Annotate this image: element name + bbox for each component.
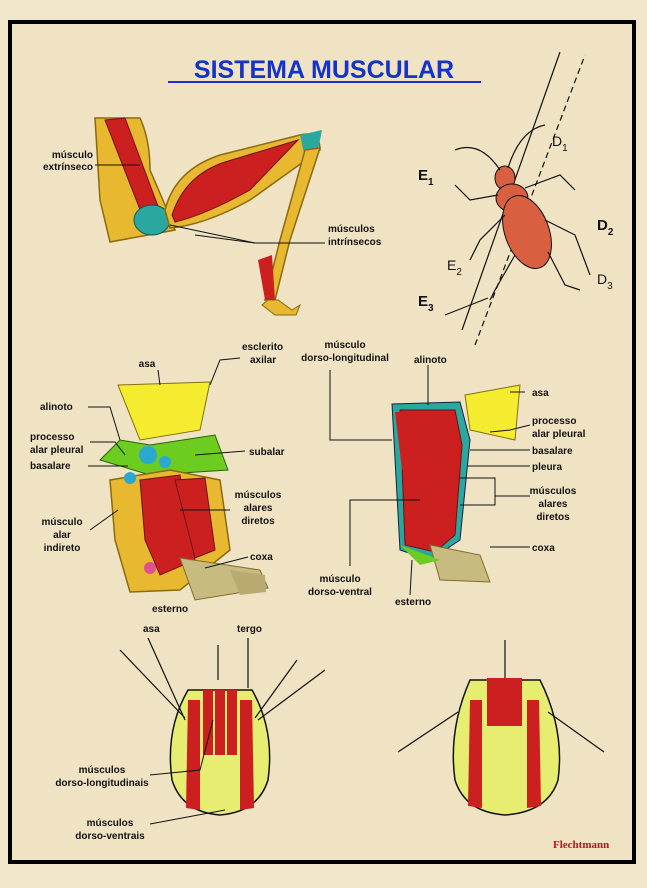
page-title: SISTEMA MUSCULAR — [194, 56, 454, 84]
lt-subalar: subalar — [249, 447, 285, 458]
thorax-right-diagram — [329, 365, 531, 596]
beetle-diagram — [444, 51, 591, 346]
rt-alinoto: alinoto — [414, 355, 447, 366]
rt-coxa: coxa — [532, 543, 555, 554]
label-D1: D1 — [552, 133, 568, 154]
label-E3: E3 — [418, 293, 434, 314]
lt-basalare: basalare — [30, 461, 71, 472]
cross-section-right — [397, 640, 605, 816]
lt-alinoto: alinoto — [40, 402, 73, 413]
leg-diagram — [94, 117, 325, 316]
cs-asa: asa — [143, 624, 160, 635]
rt-esterno: esterno — [395, 597, 431, 608]
label-D2: D2 — [597, 217, 614, 238]
thorax-left-diagram — [88, 357, 269, 601]
rt-basalare: basalare — [532, 446, 573, 457]
label-D3: D3 — [597, 271, 613, 292]
lt-esterno: esterno — [152, 604, 188, 615]
cross-section-left — [119, 637, 326, 825]
lt-asa: asa — [139, 359, 156, 370]
label-E1: E1 — [418, 167, 434, 188]
label-E2: E2 — [447, 257, 462, 278]
rt-pleura: pleura — [532, 462, 562, 473]
signature: Flechtmann — [553, 839, 609, 851]
cs-tergo: tergo — [237, 624, 262, 635]
rt-asa: asa — [532, 388, 549, 399]
lt-coxa: coxa — [250, 552, 273, 563]
